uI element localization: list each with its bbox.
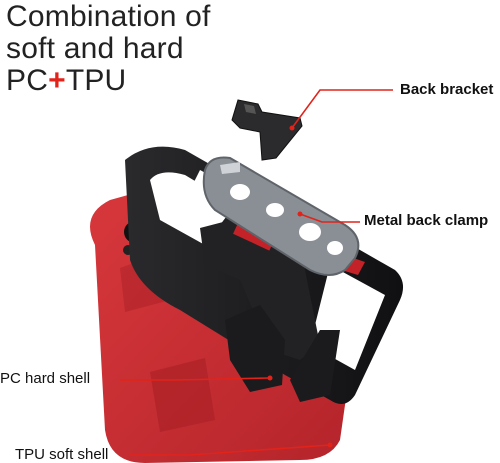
headline-line-3: PC+TPU [6, 64, 126, 98]
headline-plus: + [48, 64, 66, 97]
label-metal-back-clamp: Metal back clamp [364, 212, 489, 229]
callout-anchor-dots [267, 125, 333, 448]
callout-leader-lines [120, 89, 393, 456]
headline-tpu: TPU [65, 64, 127, 97]
headline-line-2: soft and hard [6, 32, 184, 65]
headline-line-1: Combination of [6, 0, 211, 33]
label-tpu-soft-shell: TPU soft shell [15, 446, 109, 463]
metal-back-clamp [202, 156, 360, 276]
back-bracket [231, 99, 303, 161]
label-back-bracket: Back bracket [400, 81, 494, 98]
label-pc-hard-shell: PC hard shell [0, 370, 91, 387]
headline-pc: PC [6, 64, 49, 97]
